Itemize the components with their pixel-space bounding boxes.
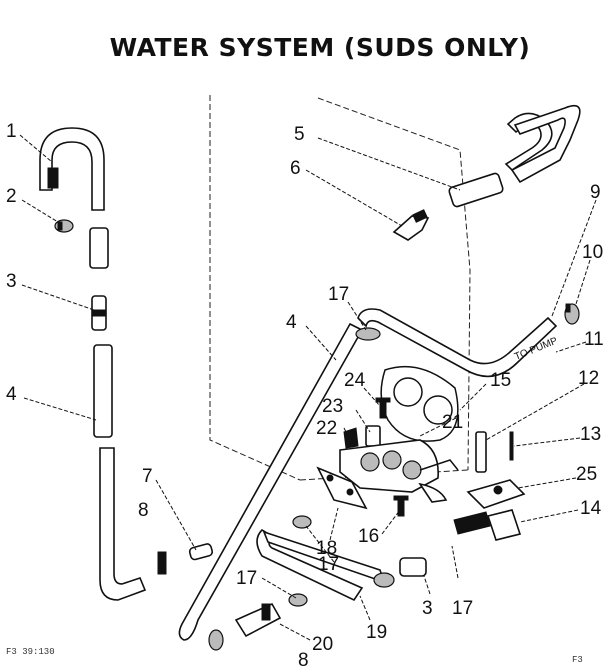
part-1-hose-elbow bbox=[39, 127, 105, 211]
callout-labels: 1 2 3 4 5 6 17 4 9 10 11 24 15 12 23 22 … bbox=[6, 121, 604, 667]
callout-22: 22 bbox=[316, 418, 337, 439]
callout-10: 10 bbox=[582, 242, 603, 263]
callout-3: 3 bbox=[422, 598, 433, 619]
diagram-title: WATER SYSTEM (SUDS ONLY) bbox=[110, 33, 531, 62]
part-17-clamp-mid bbox=[292, 515, 312, 529]
callout-24: 24 bbox=[344, 370, 366, 391]
hose-short-segment bbox=[89, 227, 109, 269]
callout-21: 21 bbox=[442, 412, 463, 433]
callout-13: 13 bbox=[580, 424, 601, 445]
leader-lines bbox=[19, 134, 597, 641]
part-2-clamp bbox=[54, 219, 74, 233]
part-19-hose bbox=[256, 528, 386, 602]
footer-left-code: F3 39:130 bbox=[6, 647, 55, 657]
callout-15: 15 bbox=[490, 370, 511, 391]
callout-8: 8 bbox=[138, 500, 149, 521]
callout-16: 16 bbox=[358, 526, 379, 547]
callout-17: 17 bbox=[318, 554, 339, 575]
part-17-clamp-top bbox=[355, 327, 381, 341]
part-25-valve bbox=[466, 479, 526, 509]
part-5-hose bbox=[448, 172, 504, 208]
callout-3: 3 bbox=[6, 271, 17, 292]
hose-u-bend bbox=[504, 104, 581, 184]
callout-4: 4 bbox=[286, 312, 297, 333]
part-13-pin bbox=[509, 431, 514, 461]
part-7-fitting bbox=[188, 543, 214, 561]
callout-12: 12 bbox=[578, 368, 599, 389]
callout-5: 5 bbox=[294, 124, 305, 145]
callout-23: 23 bbox=[322, 396, 343, 417]
part-22-nozzle bbox=[343, 427, 359, 449]
callout-17: 17 bbox=[328, 284, 349, 305]
part-16-screw bbox=[393, 495, 409, 517]
part-24-screw bbox=[375, 397, 391, 419]
part-8-clamp-lower bbox=[208, 629, 224, 651]
part-18-bracket bbox=[316, 466, 368, 510]
callout-9: 9 bbox=[590, 182, 601, 203]
callout-11: 11 bbox=[584, 329, 604, 350]
part-10-clamp bbox=[564, 303, 580, 325]
part-8-clamp-left bbox=[157, 551, 167, 575]
part-4-hose-diagonal bbox=[178, 322, 364, 641]
callout-2: 2 bbox=[6, 186, 17, 207]
callout-25: 25 bbox=[576, 464, 597, 485]
callout-18: 18 bbox=[316, 538, 337, 559]
part-4-hose-long bbox=[93, 344, 147, 601]
callout-8: 8 bbox=[298, 650, 309, 667]
callout-20: 20 bbox=[312, 634, 333, 655]
water-valve-assembly bbox=[339, 439, 459, 503]
callout-6: 6 bbox=[290, 158, 301, 179]
part-9-hose-to-pump: TO PUMP bbox=[357, 308, 560, 378]
part-20-fitting bbox=[234, 602, 282, 638]
part-12-screw bbox=[475, 431, 487, 473]
callout-17: 17 bbox=[236, 568, 257, 589]
callout-17: 17 bbox=[452, 598, 473, 619]
part-17-clamp-lower bbox=[288, 593, 308, 607]
part-14-connector bbox=[453, 509, 522, 541]
callout-7: 7 bbox=[142, 466, 153, 487]
part-3-connector-lower bbox=[373, 557, 427, 588]
part-23-fitting bbox=[365, 425, 381, 447]
callout-19: 19 bbox=[366, 622, 387, 643]
part-3-connector bbox=[91, 295, 107, 331]
callout-1: 1 bbox=[6, 121, 17, 142]
part-6-fitting bbox=[392, 209, 430, 241]
callout-4: 4 bbox=[6, 384, 17, 405]
callout-14: 14 bbox=[580, 498, 602, 519]
footer-right-code: F3 bbox=[572, 655, 583, 665]
